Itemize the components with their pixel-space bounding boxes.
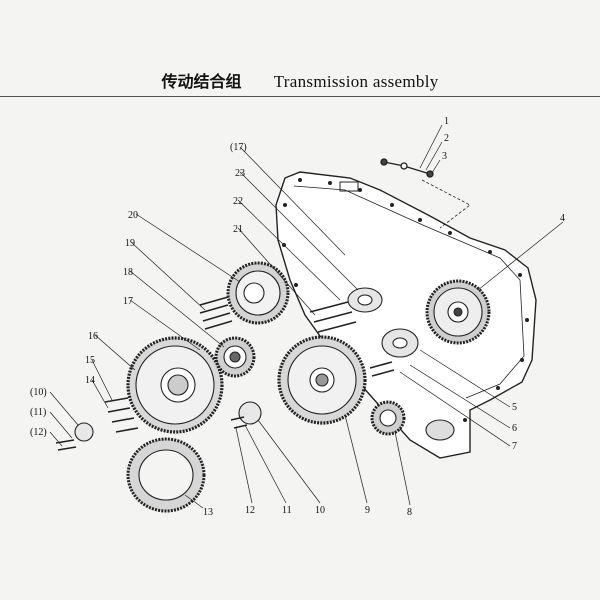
callout-6: 6 — [512, 423, 517, 434]
callout-20: 20 — [128, 210, 138, 221]
callout-7: 7 — [512, 441, 517, 452]
hub-flange-lower — [381, 328, 419, 358]
title-chinese: 传动结合组 — [161, 72, 242, 91]
hub-flange-upper — [347, 287, 383, 313]
callout-12: 12 — [245, 505, 255, 516]
bolt-set-19 — [199, 296, 233, 330]
callout-12-paren: (12) — [30, 427, 47, 438]
callout-10: 10 — [315, 505, 325, 516]
callout-11-paren: (11) — [30, 407, 46, 418]
gear-4 — [425, 279, 491, 345]
callout-17-paren: (17) — [230, 142, 247, 153]
callout-16: 16 — [88, 331, 98, 342]
callout-13: 13 — [203, 507, 213, 518]
linkage-1-3 — [380, 158, 434, 178]
gear-13 — [126, 437, 206, 513]
housing-bolt-holes — [282, 178, 529, 422]
title-english: Transmission assembly — [273, 72, 439, 91]
gear-9 — [277, 335, 367, 425]
callout-22: 22 — [233, 196, 243, 207]
callout-4: 4 — [560, 213, 565, 224]
callout-9: 9 — [365, 505, 370, 516]
gear-16 — [126, 336, 224, 434]
housing-boss — [425, 419, 455, 441]
callout-14: 14 — [85, 375, 95, 386]
callout-labels: 1 2 3 4 5 6 7 8 9 10 11 12 13 14 15 16 1… — [30, 116, 565, 518]
bolt-set-6 — [369, 361, 395, 377]
callout-2: 2 — [444, 133, 449, 144]
callout-23: 23 — [235, 168, 245, 179]
callout-18: 18 — [123, 267, 133, 278]
gear-18 — [214, 336, 256, 378]
callout-17: 17 — [123, 296, 133, 307]
diagram-title: 传动结合组 Transmission assembly — [0, 68, 600, 92]
callout-8: 8 — [407, 507, 412, 518]
callout-3: 3 — [442, 151, 447, 162]
leader-lines — [49, 124, 564, 509]
callout-21: 21 — [233, 224, 243, 235]
housing-tab — [339, 181, 359, 192]
gear-20 — [226, 261, 290, 325]
callout-19: 19 — [125, 238, 135, 249]
housing-cover — [275, 171, 537, 459]
plate-10-paren — [74, 422, 94, 442]
drawing — [49, 124, 564, 513]
callout-10-paren: (10) — [30, 387, 47, 398]
plate-10 — [238, 401, 262, 425]
bolt-set-21 — [309, 301, 357, 333]
callout-15: 15 — [85, 355, 95, 366]
housing-inner-edge — [293, 185, 525, 399]
callout-1: 1 — [444, 116, 449, 127]
bolt-set-14 — [104, 397, 139, 433]
gear-8 — [370, 400, 406, 436]
callout-5: 5 — [512, 402, 517, 413]
callout-11: 11 — [282, 505, 292, 516]
title-rule — [0, 96, 600, 97]
